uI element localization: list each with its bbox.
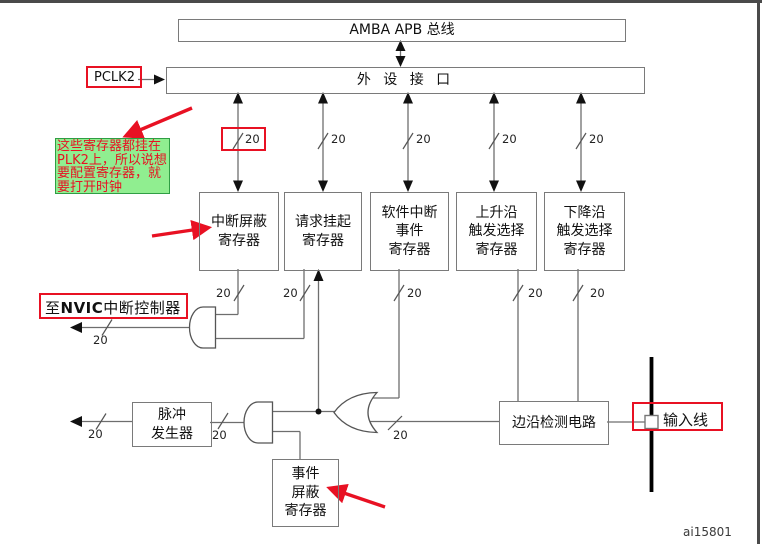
note-line4: 要打开时钟 (57, 179, 123, 194)
pulse-generator-box: 脉冲 发生器 (132, 402, 212, 447)
emr-line2: 屏蔽 (291, 484, 320, 501)
bus-width-label: 20 (528, 286, 543, 300)
peripheral-interface-box: 外 设 接 口 (166, 67, 645, 94)
input-line-label: 输入线 (663, 411, 709, 429)
rtsr-line2: 触发选择 (468, 223, 525, 240)
pr-line1: 请求挂起 (295, 214, 351, 231)
amba-apb-bus-label: AMBA APB 总线 (349, 22, 455, 39)
nvic-highlight-box (39, 293, 188, 319)
bus-width-label: 20 (416, 132, 431, 146)
edge-detect-circuit-box: 边沿检测电路 (499, 401, 609, 445)
to-nvic-suffix: 中断控制器 (103, 299, 181, 317)
pr-line2: 寄存器 (302, 232, 344, 249)
or-gate (333, 391, 379, 434)
bus-width-label: 20 (212, 428, 227, 442)
ftsr-line1: 下降沿 (563, 205, 606, 222)
rising-trigger-register-box: 上升沿 触发选择 寄存器 (456, 192, 537, 271)
red-arrow-emr (326, 483, 386, 509)
page-border-right (757, 0, 760, 544)
rtsr-line1: 上升沿 (475, 205, 518, 222)
emr-line1: 事件 (291, 465, 320, 482)
bus-width-highlight-box (221, 127, 266, 151)
bus-width-label: 20 (88, 427, 103, 441)
rtsr-line3: 寄存器 (475, 241, 518, 258)
peripheral-interface-label: 外 设 接 口 (356, 72, 455, 89)
red-arrow-note (122, 106, 193, 139)
to-nvic-prefix: 至 (45, 299, 61, 317)
to-nvic-bold: NVIC (60, 299, 104, 317)
pclk2-highlight-box (86, 66, 142, 88)
bus-width-label: 20 (216, 286, 231, 300)
figure-id: ai15801 (683, 525, 732, 539)
falling-trigger-register-box: 下降沿 触发选择 寄存器 (544, 192, 625, 271)
red-annotation-arrows (122, 106, 386, 509)
swier-line2: 事件 (395, 223, 424, 240)
emr-line3: 寄存器 (284, 503, 327, 520)
pulse-gen-line2: 发生器 (151, 425, 193, 442)
bus-wires (82, 50, 646, 459)
page-border-top (0, 0, 762, 3)
pclk2-label: PCLK2 (94, 70, 135, 85)
note-line1: 这些寄存器都挂在 (57, 139, 162, 154)
imr-line2: 寄存器 (218, 232, 260, 249)
input-line-highlight-box (632, 402, 723, 431)
and-gate-event (243, 401, 274, 444)
bus-width-label: 20 (393, 428, 408, 442)
edge-detect-label: 边沿检测电路 (512, 414, 596, 431)
annotation-note: 这些寄存器都挂在 PLK2上，所以说想 要配置寄存器，就 要打开时钟 (55, 138, 170, 194)
junction-dot (315, 408, 322, 415)
bus-width-label: 20 (283, 286, 298, 300)
ftsr-line3: 寄存器 (563, 241, 606, 258)
bus-width-label: 20 (589, 132, 604, 146)
to-nvic-label: 至NVIC中断控制器 (45, 297, 181, 318)
and-gate-nvic (188, 306, 217, 349)
imr-line1: 中断屏蔽 (211, 214, 267, 231)
note-line2: PLK2上，所以说想 (57, 152, 167, 168)
bus-width-ticks (95, 132, 587, 431)
amba-apb-bus-box: AMBA APB 总线 (178, 19, 626, 42)
ftsr-line2: 触发选择 (556, 223, 613, 240)
pulse-gen-line1: 脉冲 (158, 407, 186, 424)
red-arrow-imr (151, 220, 213, 241)
bus-width-label: 20 (590, 286, 605, 300)
note-line3: 要配置寄存器，就 (57, 166, 162, 182)
swier-line1: 软件中断 (381, 205, 438, 222)
pending-request-register-box: 请求挂起 寄存器 (284, 192, 362, 271)
bus-width-label: 20 (331, 132, 346, 146)
software-interrupt-event-register-box: 软件中断 事件 寄存器 (370, 192, 449, 271)
interrupt-mask-register-box: 中断屏蔽 寄存器 (199, 192, 279, 271)
arrowheads (70, 40, 586, 427)
swier-line3: 寄存器 (388, 241, 431, 258)
input-terminal-square (644, 414, 659, 430)
bus-width-label: 20 (407, 286, 422, 300)
bus-width-label: 20 (93, 333, 108, 347)
event-mask-register-box: 事件 屏蔽 寄存器 (272, 459, 339, 527)
bus-width-label: 20 (245, 132, 260, 146)
bus-width-label: 20 (502, 132, 517, 146)
